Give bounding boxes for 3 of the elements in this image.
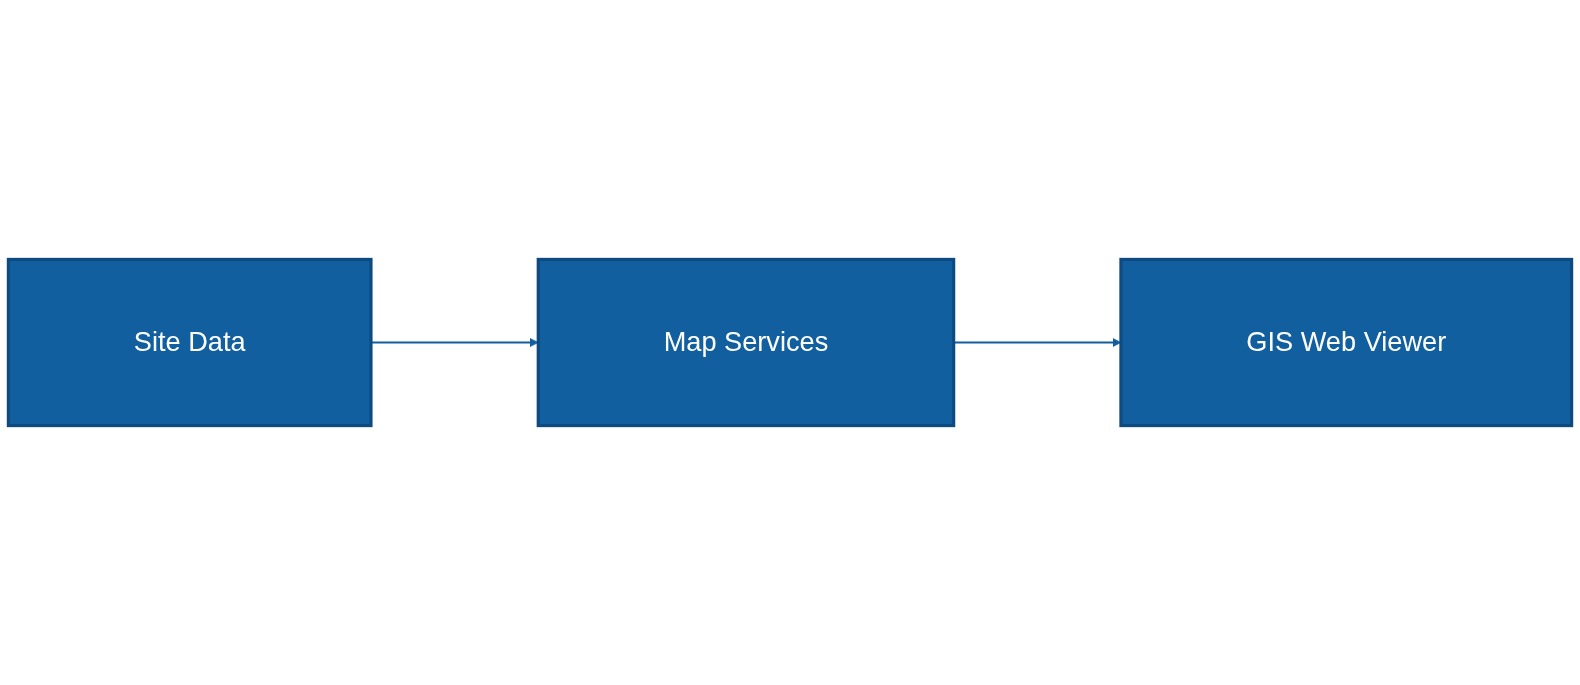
node-box: Map Services bbox=[536, 257, 956, 428]
node-box: Site Data bbox=[6, 257, 373, 428]
node-box: GIS Web Viewer bbox=[1119, 257, 1574, 428]
